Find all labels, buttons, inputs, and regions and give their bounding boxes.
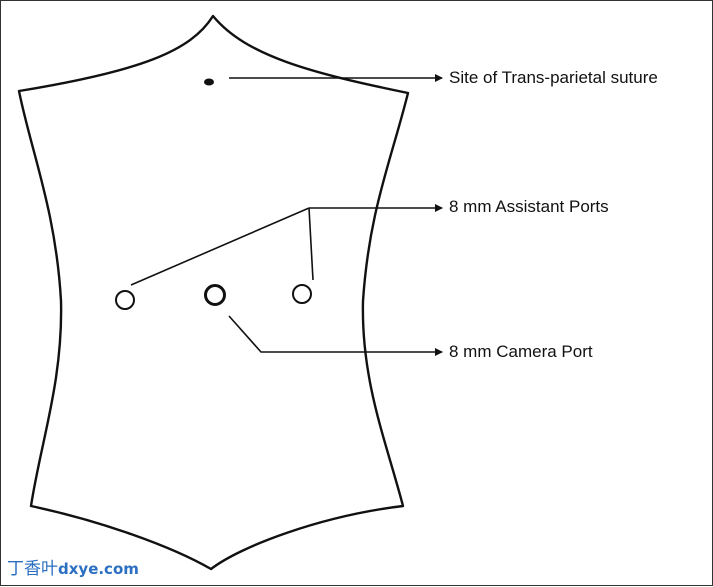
assistant-ports-label: 8 mm Assistant Ports bbox=[449, 197, 609, 216]
camera-arrow bbox=[228, 315, 443, 356]
camera-port bbox=[204, 284, 226, 306]
suture-site-dot bbox=[204, 78, 214, 86]
watermark-en: dxye.com bbox=[58, 560, 139, 578]
assistant-port-right bbox=[292, 284, 312, 304]
torso-outline bbox=[17, 14, 410, 571]
suture-label: Site of Trans-parietal suture bbox=[449, 68, 658, 87]
camera-port-label: 8 mm Camera Port bbox=[449, 342, 593, 361]
assistant-leader-left bbox=[130, 207, 310, 286]
watermark-cn: 丁香叶 bbox=[7, 559, 58, 579]
assistant-leader-right bbox=[308, 207, 314, 281]
assistant-port-left bbox=[115, 290, 135, 310]
watermark: 丁香叶dxye.com bbox=[7, 559, 139, 579]
